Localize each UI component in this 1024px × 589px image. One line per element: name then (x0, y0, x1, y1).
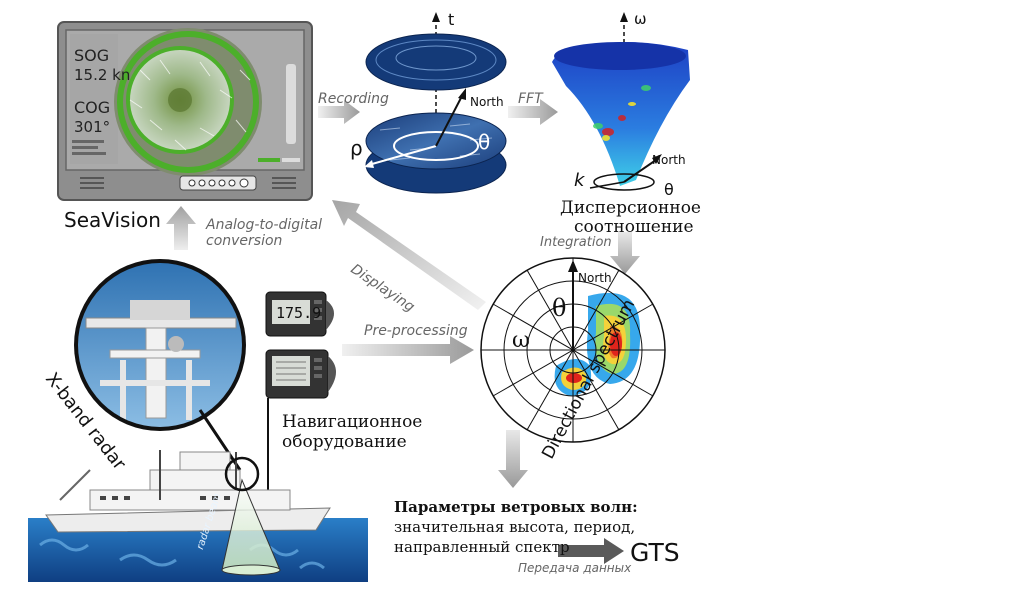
ship-scene (28, 450, 368, 582)
k-label: k (574, 170, 585, 191)
nav-device-top (265, 291, 334, 337)
nav-device-bottom (265, 349, 336, 494)
radar-photo (74, 259, 246, 471)
rho-label: ρ (350, 136, 363, 160)
preprocessing-arrow (342, 336, 474, 364)
integration-label: Integration (540, 235, 612, 250)
cone-north-label: North (652, 153, 686, 167)
fft-arrow (508, 99, 558, 125)
output-arrow (498, 430, 528, 488)
recording-label: Recording (318, 91, 389, 107)
recording-arrow (318, 100, 360, 124)
time-axis-label: t (448, 10, 455, 29)
dispersion-caption-line2: соотношение (574, 217, 694, 237)
sog-label: SOG (74, 46, 110, 65)
cog-label: COG (74, 98, 111, 117)
data-transfer-label: Передача данных (518, 561, 632, 575)
adc-arrow (166, 206, 196, 250)
stack-north-label: North (470, 95, 504, 109)
output-line1: значительная высота, период, (394, 518, 636, 536)
seavision-label: SeaVision (64, 208, 161, 232)
adc-label-line1: Analog-to-digital (206, 217, 323, 233)
polar-theta-label: θ (552, 294, 567, 322)
time-stack (364, 12, 507, 194)
dispersion-caption-line1: Дисперсионное (560, 198, 701, 218)
integration-arrow (610, 232, 640, 274)
preprocessing-label: Pre-processing (364, 323, 468, 339)
polar-north-label: North (578, 271, 612, 285)
nav-caption-line2: оборудование (282, 432, 407, 452)
adc-label-line2: conversion (206, 233, 283, 249)
polar-omega-label: ω (512, 328, 530, 353)
displaying-arrow (332, 200, 486, 310)
nav-display-value: 175.9 (276, 304, 322, 322)
gts-label: GTS (630, 538, 680, 567)
output-line2: направленный спектр (394, 538, 570, 556)
output-title: Параметры ветровых волн: (394, 498, 638, 516)
gts-arrow (558, 538, 624, 564)
stack-theta-label: θ (478, 130, 491, 154)
cone-theta-label: θ (664, 180, 674, 199)
nav-caption-line1: Навигационное (282, 412, 423, 432)
fft-label: FFT (518, 91, 543, 107)
cog-value: 301° (74, 118, 111, 136)
omega-axis-label: ω (634, 10, 647, 28)
seavision-monitor (57, 21, 313, 201)
dispersion-cone (552, 12, 690, 191)
directional-spectrum (480, 257, 666, 443)
sog-value: 15.2 kn (74, 66, 131, 84)
